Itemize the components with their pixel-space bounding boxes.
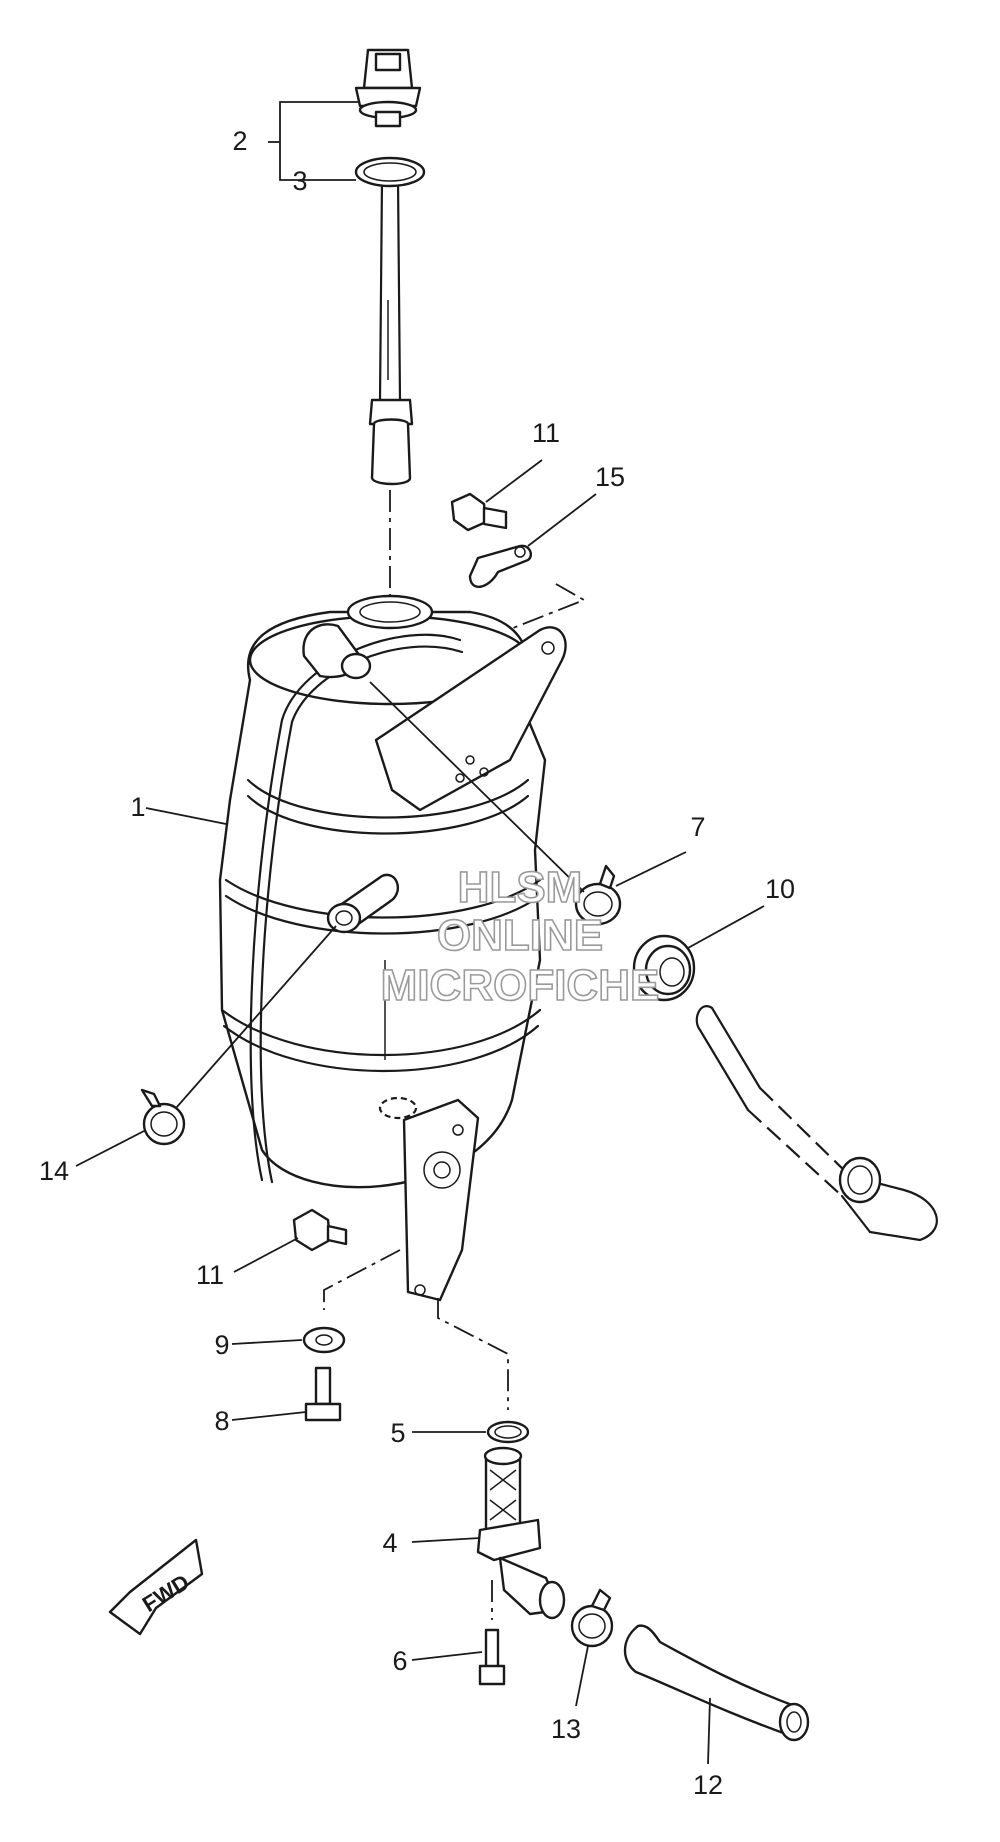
o-ring-3: [354, 156, 426, 188]
fitting-4: [476, 1446, 566, 1620]
bolt-11-bottom: [292, 1208, 348, 1252]
bolt-11-top: [450, 492, 508, 532]
grommet-10: [632, 934, 696, 1002]
o-ring-5: [486, 1420, 530, 1444]
callout-6: 6: [392, 1646, 407, 1676]
oil-tank: [218, 594, 567, 1302]
callout-5: 5: [390, 1418, 405, 1448]
watermark-line-1: HLSM: [458, 863, 583, 912]
callout-7: 7: [690, 812, 705, 842]
callout-2: 2: [232, 126, 247, 156]
callout-9: 9: [214, 1330, 229, 1360]
bolt-8: [304, 1366, 342, 1422]
hose-upper-right: [695, 1005, 938, 1242]
screw-6: [478, 1628, 506, 1686]
callout-labels: 2 3 1 11 15 7 10 14 11 9 8 5 4 6 13 12: [39, 126, 795, 1800]
watermark-line-3: MICROFICHE: [381, 961, 660, 1010]
watermark: HLSM ONLINE MICROFICHE: [380, 862, 660, 1011]
leader-lines: [75, 101, 765, 1765]
callout-1: 1: [130, 792, 145, 822]
callout-8: 8: [214, 1406, 229, 1436]
callout-12: 12: [693, 1770, 723, 1800]
callout-4: 4: [382, 1528, 397, 1558]
callout-14: 14: [39, 1156, 69, 1186]
watermark-line-2: ONLINE: [437, 911, 603, 960]
clamp-13: [570, 1588, 614, 1648]
callout-3: 3: [292, 166, 307, 196]
callout-10: 10: [765, 874, 795, 904]
clamp-7: [574, 864, 622, 926]
callout-11-bottom: 11: [196, 1260, 224, 1290]
oil-level-sender: [354, 48, 422, 486]
clamp-14: [140, 1088, 186, 1146]
hose-12: [623, 1624, 810, 1742]
fwd-arrow: FWD: [108, 1538, 204, 1636]
callout-11-top: 11: [532, 418, 560, 448]
callout-13: 13: [551, 1714, 581, 1744]
clamp-15: [468, 544, 532, 588]
callout-15: 15: [595, 462, 625, 492]
washer-9: [302, 1326, 346, 1354]
